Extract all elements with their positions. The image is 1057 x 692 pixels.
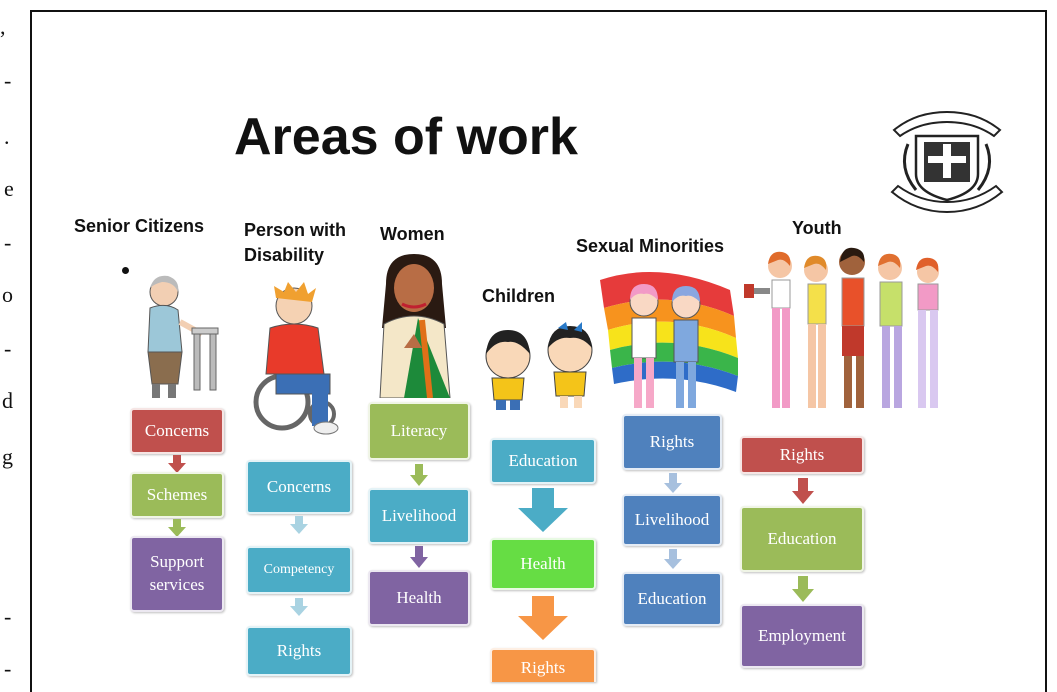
margin-char: - [4, 230, 12, 255]
category-label-senior-citizens: Senior Citizens [74, 216, 205, 236]
arrow-down-icon [410, 546, 428, 568]
margin-char: g [2, 444, 13, 469]
margin-char: , [0, 14, 6, 39]
women-box-literacy: Literacy [368, 402, 470, 460]
children-box-rights: Rights [490, 648, 596, 682]
minorities-box-education: Education [622, 572, 722, 626]
margin-char: e [4, 176, 14, 201]
children-box-education: Education [490, 438, 596, 484]
women-box-health: Health [368, 570, 470, 626]
youth-box-rights: Rights [740, 436, 864, 474]
slide-title: Areas of work [234, 108, 578, 166]
arrow-down-icon [168, 455, 186, 473]
disability-box-rights: Rights [246, 626, 352, 676]
youth-box-education: Education [740, 506, 864, 572]
margin-char: - [4, 336, 12, 361]
category-label-youth: Youth [792, 218, 842, 238]
arrow-down-icon [290, 598, 308, 616]
senior-box-schemes: Schemes [130, 472, 224, 518]
disability-box-competency: Competency [246, 546, 352, 594]
children-figure-icon [485, 322, 593, 410]
college-seal-icon [890, 110, 1004, 214]
arrow-down-icon [792, 478, 814, 504]
youth-box-employment: Employment [740, 604, 864, 668]
arrow-down-icon [792, 576, 814, 602]
category-label-text: Person with Disability [244, 220, 347, 265]
category-label-children: Children [482, 286, 556, 306]
category-label-person-with-disability: Person with Disability [244, 218, 374, 268]
minorities-box-livelihood: Livelihood [622, 494, 722, 546]
person-with-disability-figure-icon [253, 282, 339, 435]
senior-box-support-services: Support services [130, 536, 224, 612]
arrow-down-icon [518, 596, 568, 640]
arrow-down-icon [664, 473, 682, 493]
category-label-women: Women [380, 224, 445, 244]
senior-citizen-figure-icon [147, 275, 219, 398]
senior-box-concerns: Concerns [130, 408, 224, 454]
arrow-down-icon [518, 488, 568, 532]
arrow-down-icon [290, 516, 308, 534]
arrow-down-icon [664, 549, 682, 569]
woman-figure-icon [379, 254, 451, 398]
pride-flag-figure-icon [600, 272, 738, 408]
margin-char: . [4, 124, 10, 149]
arrow-down-icon [410, 464, 428, 486]
margin-char: - [4, 68, 12, 93]
category-label-sexual-minorities: Sexual Minorities [576, 236, 725, 256]
margin-char: o [2, 282, 13, 307]
disability-box-concerns: Concerns [246, 460, 352, 514]
women-box-livelihood: Livelihood [368, 488, 470, 544]
margin-char: - [4, 604, 12, 629]
margin-char: d [2, 388, 13, 413]
minorities-box-rights: Rights [622, 414, 722, 470]
children-box-health: Health [490, 538, 596, 590]
arrow-down-icon [168, 519, 186, 537]
bullet-dot [122, 267, 129, 274]
youth-figure-icon [744, 247, 939, 408]
margin-char: - [4, 656, 12, 681]
